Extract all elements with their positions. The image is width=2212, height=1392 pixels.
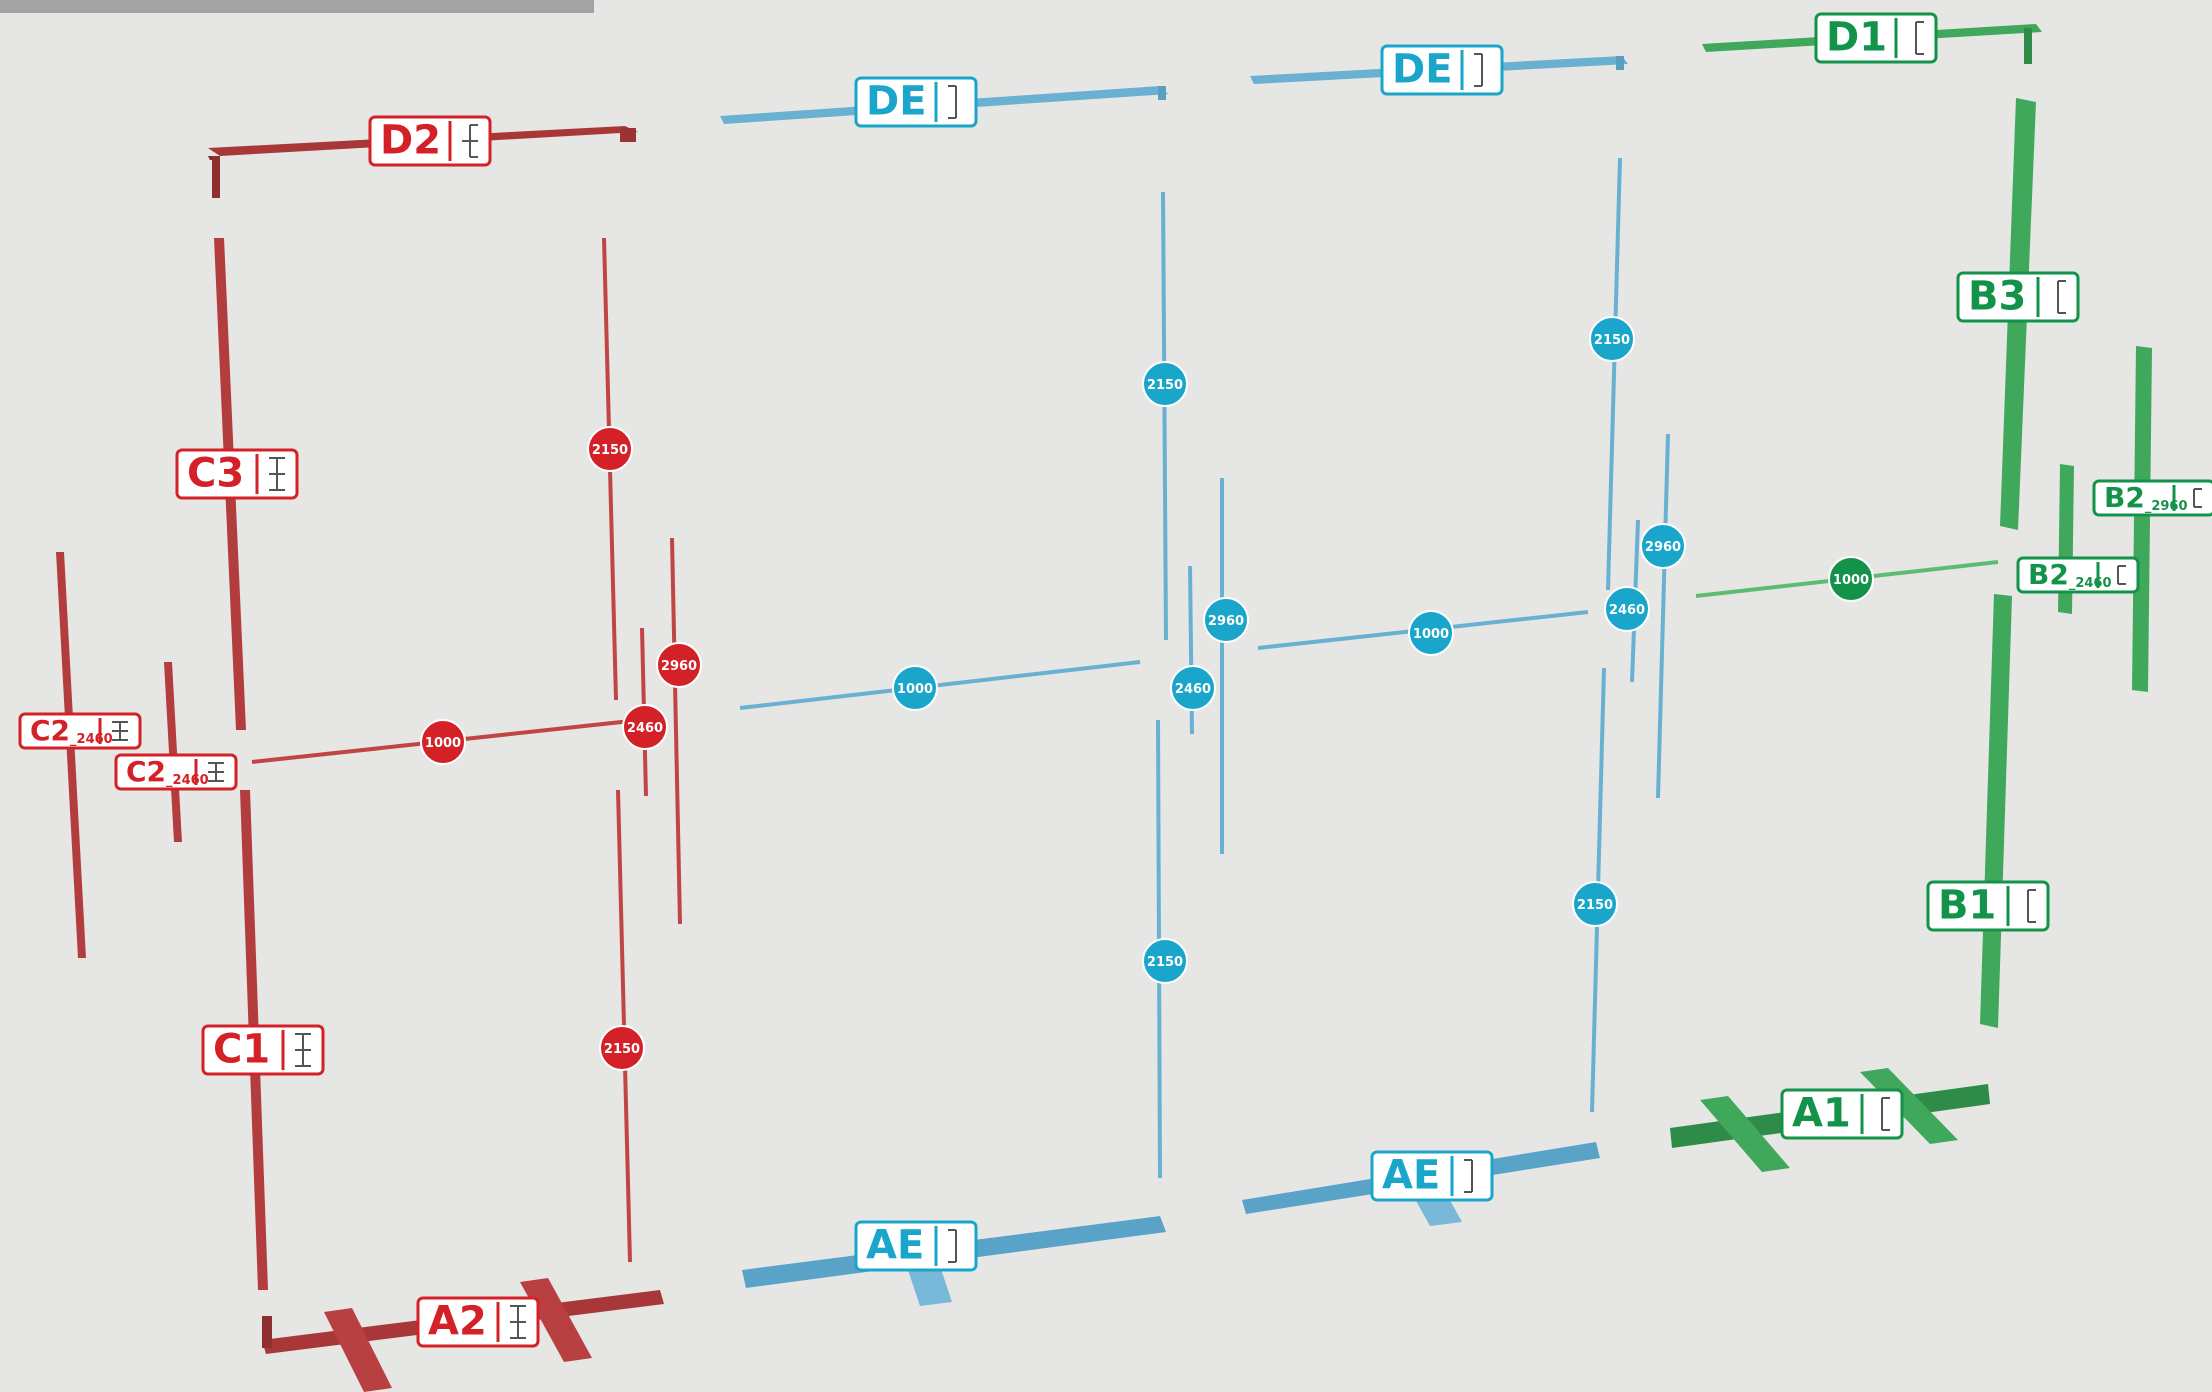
rod-red-2960 xyxy=(670,537,682,925)
dimension-badge: 1000 xyxy=(420,719,466,765)
part-label-text: A1 xyxy=(1792,1090,1851,1136)
part-label-ae-right: AE xyxy=(1370,1150,1494,1202)
profile-icon xyxy=(2027,889,2036,923)
part-label-c2-inner: C2_2460 xyxy=(114,753,238,791)
part-label-text: D2 xyxy=(380,117,441,163)
profile-icon xyxy=(510,1305,526,1339)
dimension-badge: 2460 xyxy=(622,704,668,750)
part-label-text: DE xyxy=(866,78,927,124)
part-label-text: A2 xyxy=(428,1298,487,1344)
profile-icon xyxy=(295,1033,311,1067)
profile-icon xyxy=(2117,565,2126,585)
part-label-text: D1 xyxy=(1826,14,1887,60)
post-b2-upper xyxy=(2132,346,2152,692)
dimension-badge: 2150 xyxy=(1589,316,1635,362)
profile-icon xyxy=(948,1229,957,1263)
dimension-value: 2150 xyxy=(592,443,628,458)
dimension-badge: 2960 xyxy=(656,642,702,688)
dimension-value: 1000 xyxy=(897,682,933,697)
profile-icon xyxy=(208,762,224,782)
dimension-badge: 2150 xyxy=(587,426,633,472)
part-label-c3: C3 xyxy=(175,448,299,500)
part-label-c2-outer: C2_2460 xyxy=(18,712,142,750)
rod-blue-left-2150-top xyxy=(1161,191,1168,641)
dimension-value: 2150 xyxy=(1147,955,1183,970)
profile-icon xyxy=(1464,1159,1473,1193)
rod-blue-right-2960 xyxy=(1656,433,1670,799)
part-label-text: C2_2460 xyxy=(126,755,209,788)
part-label-a2: A2 xyxy=(416,1296,540,1348)
part-label-de-right: DE xyxy=(1380,44,1504,96)
dimension-value: 2150 xyxy=(1594,333,1630,348)
rod-blue-left-1000 xyxy=(739,660,1141,710)
dimension-badge: 1000 xyxy=(892,665,938,711)
dimension-badge: 2960 xyxy=(1203,597,1249,643)
dimension-badge: 2150 xyxy=(1142,938,1188,984)
dimension-badge: 2150 xyxy=(1142,361,1188,407)
header-bar xyxy=(0,0,594,13)
part-label-text: B3 xyxy=(1968,273,2026,319)
blue-frame-right xyxy=(1242,56,1670,1226)
part-label-ae-left: AE xyxy=(854,1220,978,1272)
dimension-value: 2460 xyxy=(1175,682,1211,697)
part-label-text: B2_2460 xyxy=(2028,558,2112,591)
rod-blue-right-2150-top xyxy=(1606,157,1622,591)
post-b1 xyxy=(1980,594,2012,1028)
dimension-value: 2460 xyxy=(627,721,663,736)
part-label-b2-lower: B2_2460 xyxy=(2016,556,2140,594)
part-labels: D2C3C2_2460C2_2460C1A2DEDEAEAED1B3B2_296… xyxy=(18,12,2212,1348)
profile-icon xyxy=(1474,53,1483,87)
part-label-c1: C1 xyxy=(201,1024,325,1076)
dimension-value: 1000 xyxy=(425,736,461,751)
dimension-value: 2960 xyxy=(1645,540,1681,555)
blue-frame-left xyxy=(720,86,1224,1306)
post-c2-inner xyxy=(164,662,182,842)
part-label-text: C2_2460 xyxy=(30,714,113,747)
dimension-badge: 1000 xyxy=(1828,556,1874,602)
part-label-d1: D1 xyxy=(1814,12,1938,64)
part-label-d2: D2 xyxy=(368,115,492,167)
part-label-text: AE xyxy=(1382,1152,1440,1198)
dimension-badge: 2460 xyxy=(1170,665,1216,711)
dimension-value: 1000 xyxy=(1833,573,1869,588)
profile-icon xyxy=(1915,21,1924,55)
part-label-text: B2_2960 xyxy=(2104,481,2188,514)
part-label-text: B1 xyxy=(1938,882,1996,928)
part-label-b3: B3 xyxy=(1956,271,2080,323)
dimension-badge: 1000 xyxy=(1408,610,1454,656)
dimension-badges: 2150 2960 2460 1000 2150 1000 2150 2960 2460 2150… xyxy=(420,316,1874,1071)
part-label-text: C3 xyxy=(187,450,244,496)
dimension-badge: 2150 xyxy=(1572,881,1618,927)
profile-icon xyxy=(2057,280,2066,314)
profile-icon xyxy=(269,457,285,491)
profile-icon xyxy=(112,721,128,741)
profile-icon xyxy=(1881,1097,1890,1131)
dimension-badge: 2460 xyxy=(1604,586,1650,632)
post-c2-outer xyxy=(56,552,86,958)
dimension-value: 2460 xyxy=(1609,603,1645,618)
dimension-value: 2960 xyxy=(661,659,697,674)
part-label-a1: A1 xyxy=(1780,1088,1904,1140)
green-frame xyxy=(1670,24,2152,1172)
dimension-value: 1000 xyxy=(1413,627,1449,642)
dimension-value: 2150 xyxy=(1577,898,1613,913)
part-label-text: C1 xyxy=(213,1026,270,1072)
part-label-de-left: DE xyxy=(854,76,978,128)
dimension-badge: 2960 xyxy=(1640,523,1686,569)
part-label-b1: B1 xyxy=(1926,880,2050,932)
part-label-text: DE xyxy=(1392,46,1453,92)
dimension-value: 2150 xyxy=(1147,378,1183,393)
dimension-value: 2960 xyxy=(1208,614,1244,629)
profile-icon xyxy=(462,124,478,158)
dimension-value: 2150 xyxy=(604,1042,640,1057)
dimension-badge: 2150 xyxy=(599,1025,645,1071)
profile-icon xyxy=(948,85,957,119)
part-label-b2-upper: B2_2960 xyxy=(2092,479,2212,517)
part-label-text: AE xyxy=(866,1222,924,1268)
profile-icon xyxy=(2193,488,2202,508)
